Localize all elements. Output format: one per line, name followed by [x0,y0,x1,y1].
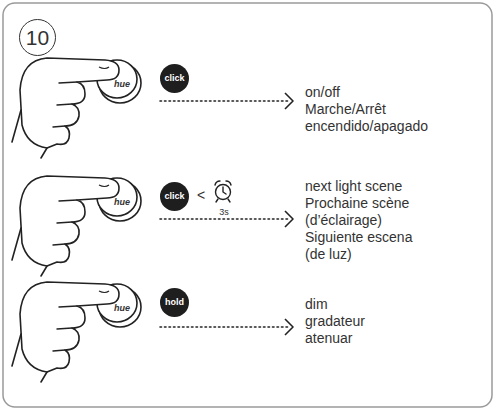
action-text: next light scene [305,178,402,195]
less-than: < [197,188,205,202]
action-text: encendido/apagado [305,118,428,135]
action-text: on/off [305,84,340,101]
hand-press [12,282,141,382]
action-text: gradateur [305,313,365,330]
action-text: click [164,191,184,202]
frame [3,3,492,407]
step-number: 10 [19,19,56,56]
hand-press [12,58,141,158]
action-text: atenuar [305,330,352,347]
dotted-arrow [160,319,293,335]
button-logo: hue [114,80,130,89]
clock-icon [215,181,231,202]
step-number-text: 10 [26,25,49,50]
action-text: dim [305,296,328,313]
action-badge: click [160,64,189,93]
action-badge: hold [160,288,189,317]
action-text: Siguiente escena (de luz) [305,229,433,263]
action-badge: click [160,182,189,211]
action-text: hold [165,297,184,308]
action-text: Marche/Arrêt [305,101,386,118]
hand-press [12,176,141,276]
action-text: click [164,73,184,84]
duration: 3s [219,208,229,217]
button-logo: hue [114,304,130,313]
action-text: Prochaine scène (d’éclairage) [305,195,433,229]
dotted-arrow [160,93,293,109]
button-logo: hue [114,198,130,207]
